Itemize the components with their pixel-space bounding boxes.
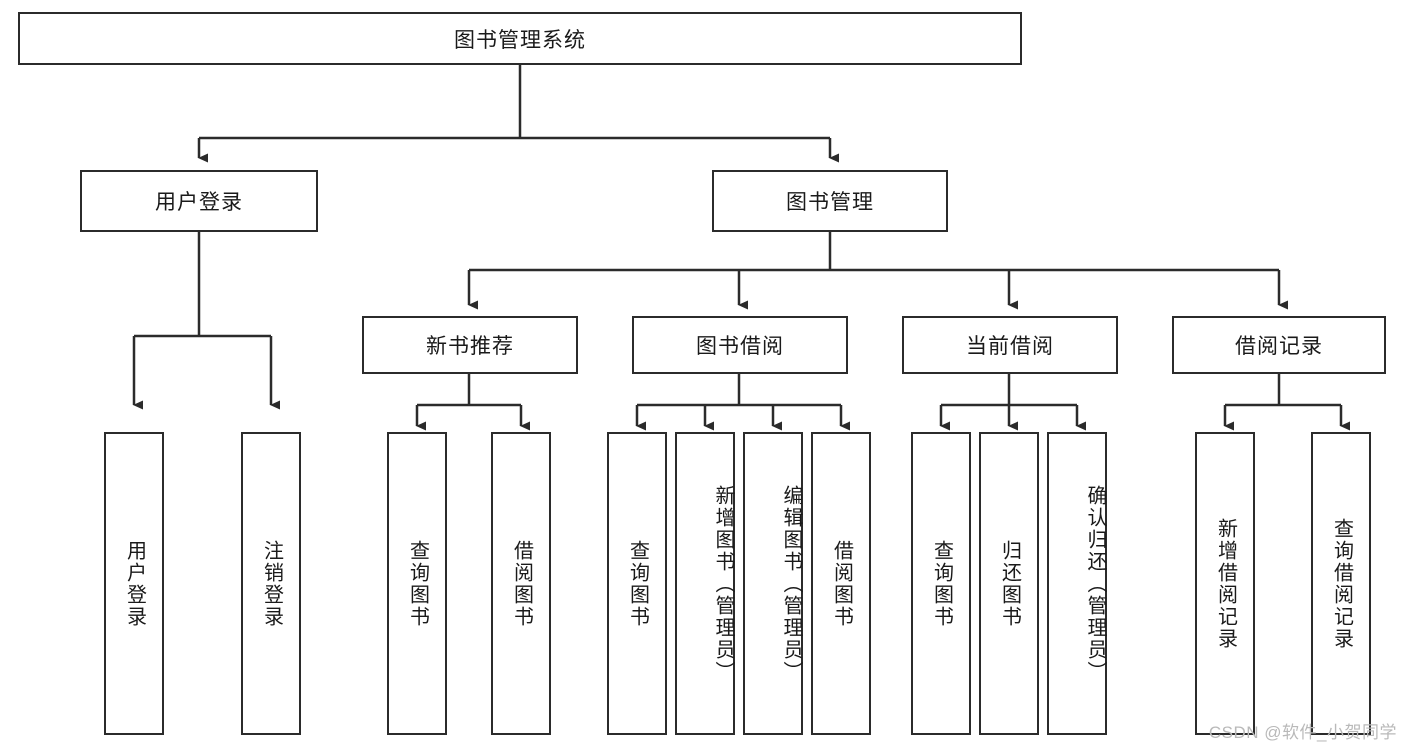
leaf-borrow-add-book-admin[interactable]: 新增图书（管理员） [675,432,735,735]
leaf-current-return-book[interactable]: 归还图书 [979,432,1039,735]
leaf-recommend-borrow-book-label: 借阅图书 [510,539,533,628]
leaf-borrow-borrow-book-label: 借阅图书 [830,539,853,628]
leaf-borrow-borrow-book[interactable]: 借阅图书 [811,432,871,735]
leaf-user-login-signout-label: 注销登录 [260,539,283,628]
leaf-recommend-query-book-label: 查询图书 [406,539,429,628]
leaf-records-add-record-label: 新增借阅记录 [1214,517,1237,650]
leaf-records-add-record[interactable]: 新增借阅记录 [1195,432,1255,735]
node-borrow-records[interactable]: 借阅记录 [1172,316,1386,374]
node-new-book-recommend-label: 新书推荐 [426,335,514,358]
node-book-management-label: 图书管理 [786,191,874,214]
leaf-borrow-query-book[interactable]: 查询图书 [607,432,667,735]
leaf-current-confirm-return-admin-label: 确认归还（管理员） [1084,484,1106,683]
leaf-user-login-signout[interactable]: 注销登录 [241,432,301,735]
leaf-recommend-query-book[interactable]: 查询图书 [387,432,447,735]
leaf-current-confirm-return-admin[interactable]: 确认归还（管理员） [1047,432,1107,735]
leaf-borrow-edit-book-admin-label: 编辑图书（管理员） [780,484,802,683]
leaf-user-login-signin-label: 用户登录 [123,539,146,628]
leaf-borrow-add-book-admin-label: 新增图书（管理员） [712,484,734,683]
node-current-borrow[interactable]: 当前借阅 [902,316,1118,374]
leaf-current-query-book[interactable]: 查询图书 [911,432,971,735]
node-new-book-recommend[interactable]: 新书推荐 [362,316,578,374]
leaf-recommend-borrow-book[interactable]: 借阅图书 [491,432,551,735]
leaf-records-query-record[interactable]: 查询借阅记录 [1311,432,1371,735]
leaf-current-return-book-label: 归还图书 [998,539,1021,628]
node-book-management[interactable]: 图书管理 [712,170,948,232]
node-book-borrow-label: 图书借阅 [696,335,784,358]
csdn-watermark: CSDN @软件_小贺同学 [1208,723,1397,742]
node-book-borrow[interactable]: 图书借阅 [632,316,848,374]
leaf-user-login-signin[interactable]: 用户登录 [104,432,164,735]
leaf-records-query-record-label: 查询借阅记录 [1330,517,1353,650]
leaf-borrow-query-book-label: 查询图书 [626,539,649,628]
node-current-borrow-label: 当前借阅 [966,335,1054,358]
node-borrow-records-label: 借阅记录 [1235,335,1323,358]
leaf-current-query-book-label: 查询图书 [930,539,953,628]
node-user-login-label: 用户登录 [155,191,243,214]
leaf-borrow-edit-book-admin[interactable]: 编辑图书（管理员） [743,432,803,735]
node-root-system-label: 图书管理系统 [454,28,586,52]
node-root-system[interactable]: 图书管理系统 [18,12,1022,65]
node-user-login[interactable]: 用户登录 [80,170,318,232]
